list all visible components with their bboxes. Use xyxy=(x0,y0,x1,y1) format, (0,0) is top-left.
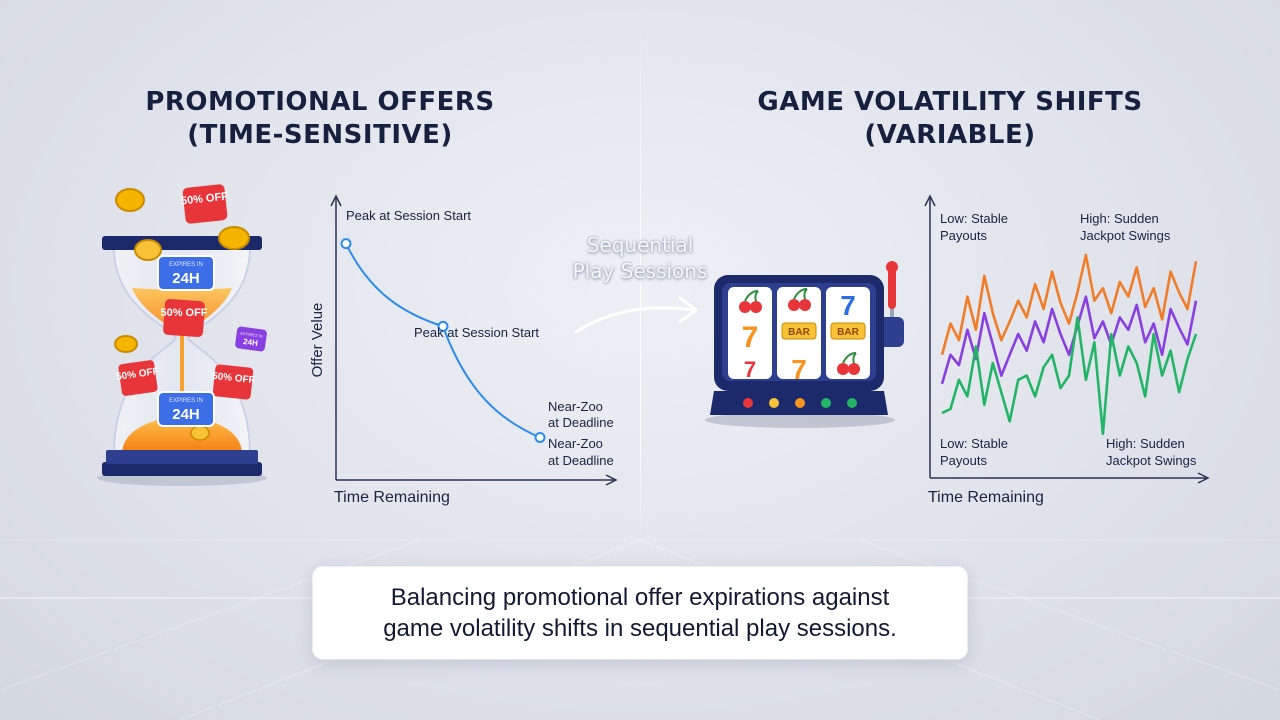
slot-machine-illustration: 7 7 BAR BAR 7 7 xyxy=(705,261,904,428)
seven-symbol: 7 xyxy=(742,321,759,354)
timer-label: 24H xyxy=(243,337,259,348)
annotation-deadline-2: at Deadline xyxy=(548,453,614,468)
tag-label: 50% OFF xyxy=(180,191,228,208)
cherry-icon xyxy=(739,288,811,313)
orange-series-line xyxy=(940,253,1198,356)
chart-axes xyxy=(924,194,1210,484)
center-divider xyxy=(640,20,641,540)
offer-value-point xyxy=(340,238,352,250)
green-series-line xyxy=(941,316,1198,436)
caption-line2: game volatility shifts in sequential pla… xyxy=(383,615,897,642)
purple-series-line xyxy=(940,295,1198,385)
seven-symbol: 7 xyxy=(791,354,807,385)
expires-label: EXPIRES IN xyxy=(240,331,263,339)
timer-24h-badge: EXPIRES IN 24H xyxy=(235,326,267,352)
y-axis-label: Offer Velue xyxy=(309,303,326,378)
annotation-peak-top: Peak at Session Start xyxy=(346,208,471,223)
tag-label: 50% OFF xyxy=(212,371,256,386)
timer-label: 24H xyxy=(172,406,200,423)
hourglass-illustration: 50% OFF EXPIRES IN 24H 50% OFF 50% OFF 5… xyxy=(97,184,267,486)
arrow-label-line1: Sequential xyxy=(586,233,694,257)
cherry-icon xyxy=(837,352,860,375)
offer-value-point xyxy=(534,431,546,443)
indicator-light xyxy=(769,398,779,408)
expires-label: EXPIRES IN xyxy=(169,398,203,404)
game-volatility-title-line2: (VARIABLE) xyxy=(864,120,1036,150)
caption-box: Balancing promotional offer expirations … xyxy=(313,567,967,659)
caption-text: Balancing promotional offer expirations … xyxy=(340,582,940,644)
caption-line1: Balancing promotional offer expirations … xyxy=(390,584,890,611)
indicator-light xyxy=(821,398,831,408)
annotation-near-zero-2: Near-Zoo xyxy=(548,436,603,451)
seven-symbol: 7 xyxy=(840,290,856,321)
game-volatility-title-line1: GAME VOLATILITY SHIFTS xyxy=(757,87,1143,117)
discount-tag-icon: 50% OFF xyxy=(212,364,256,400)
indicator-light xyxy=(743,398,753,408)
indicator-light xyxy=(847,398,857,408)
bar-symbol: BAR xyxy=(788,327,810,338)
discount-tag-icon: 50% OFF xyxy=(160,298,208,338)
promotional-offers-title-line2: (TIME-SENSITIVE) xyxy=(187,120,453,150)
arrow-label-line2: Play Sessions xyxy=(572,259,708,283)
annotation-low-stable-bottom: Low: Stable xyxy=(940,436,1008,451)
coin-icon xyxy=(114,188,250,441)
timer-24h-badge: EXPIRES IN 24H xyxy=(157,391,215,427)
annotation-payouts-bottom: Payouts xyxy=(940,453,987,468)
annotation-jackpot-bottom: Jackpot Swings xyxy=(1106,453,1197,468)
offer-value-line xyxy=(345,243,541,439)
bar-symbol: BAR xyxy=(837,327,859,338)
curved-arrow-icon xyxy=(574,296,698,334)
sequential-play-sessions-label: Sequential Play Sessions xyxy=(560,232,720,284)
offer-value-chart: Offer Velue Time Remaining Peak at Sessi… xyxy=(309,194,618,506)
tag-label: 50% OFF xyxy=(160,307,207,319)
annotation-peak-mid: Peak at Session Start xyxy=(414,325,539,340)
game-volatility-heading: GAME VOLATILITY SHIFTS (VARIABLE) xyxy=(690,86,1210,152)
annotation-high-sudden-bottom: High: Sudden xyxy=(1106,436,1185,451)
annotation-near-zero-1: Near-Zoo xyxy=(548,399,603,414)
timer-24h-badge: EXPIRES IN 24H xyxy=(157,255,215,291)
promotional-offers-heading: PROMOTIONAL OFFERS (TIME-SENSITIVE) xyxy=(90,86,550,152)
annotation-low-stable-top: Low: Stable xyxy=(940,211,1008,226)
annotation-payouts-top: Payouts xyxy=(940,228,987,243)
discount-tag-icon: 50% OFF xyxy=(116,360,159,396)
promotional-offers-title-line1: PROMOTIONAL OFFERS xyxy=(145,87,495,117)
discount-tag-icon: 50% OFF xyxy=(180,184,229,224)
indicator-light xyxy=(795,398,805,408)
seven-symbol: 7 xyxy=(744,357,756,382)
chart-axes xyxy=(330,194,618,486)
expires-label: EXPIRES IN xyxy=(169,262,203,268)
volatility-chart: Time Remaining Low: Stable Payouts High:… xyxy=(924,194,1210,506)
timer-label: 24H xyxy=(172,270,200,287)
x-axis-label: Time Remaining xyxy=(928,489,1044,506)
offer-value-point xyxy=(437,320,449,332)
annotation-jackpot-top: Jackpot Swings xyxy=(1080,228,1171,243)
annotation-high-sudden-top: High: Sudden xyxy=(1080,211,1159,226)
x-axis-label: Time Remaining xyxy=(334,489,450,506)
annotation-deadline-1: at Deadline xyxy=(548,415,614,430)
